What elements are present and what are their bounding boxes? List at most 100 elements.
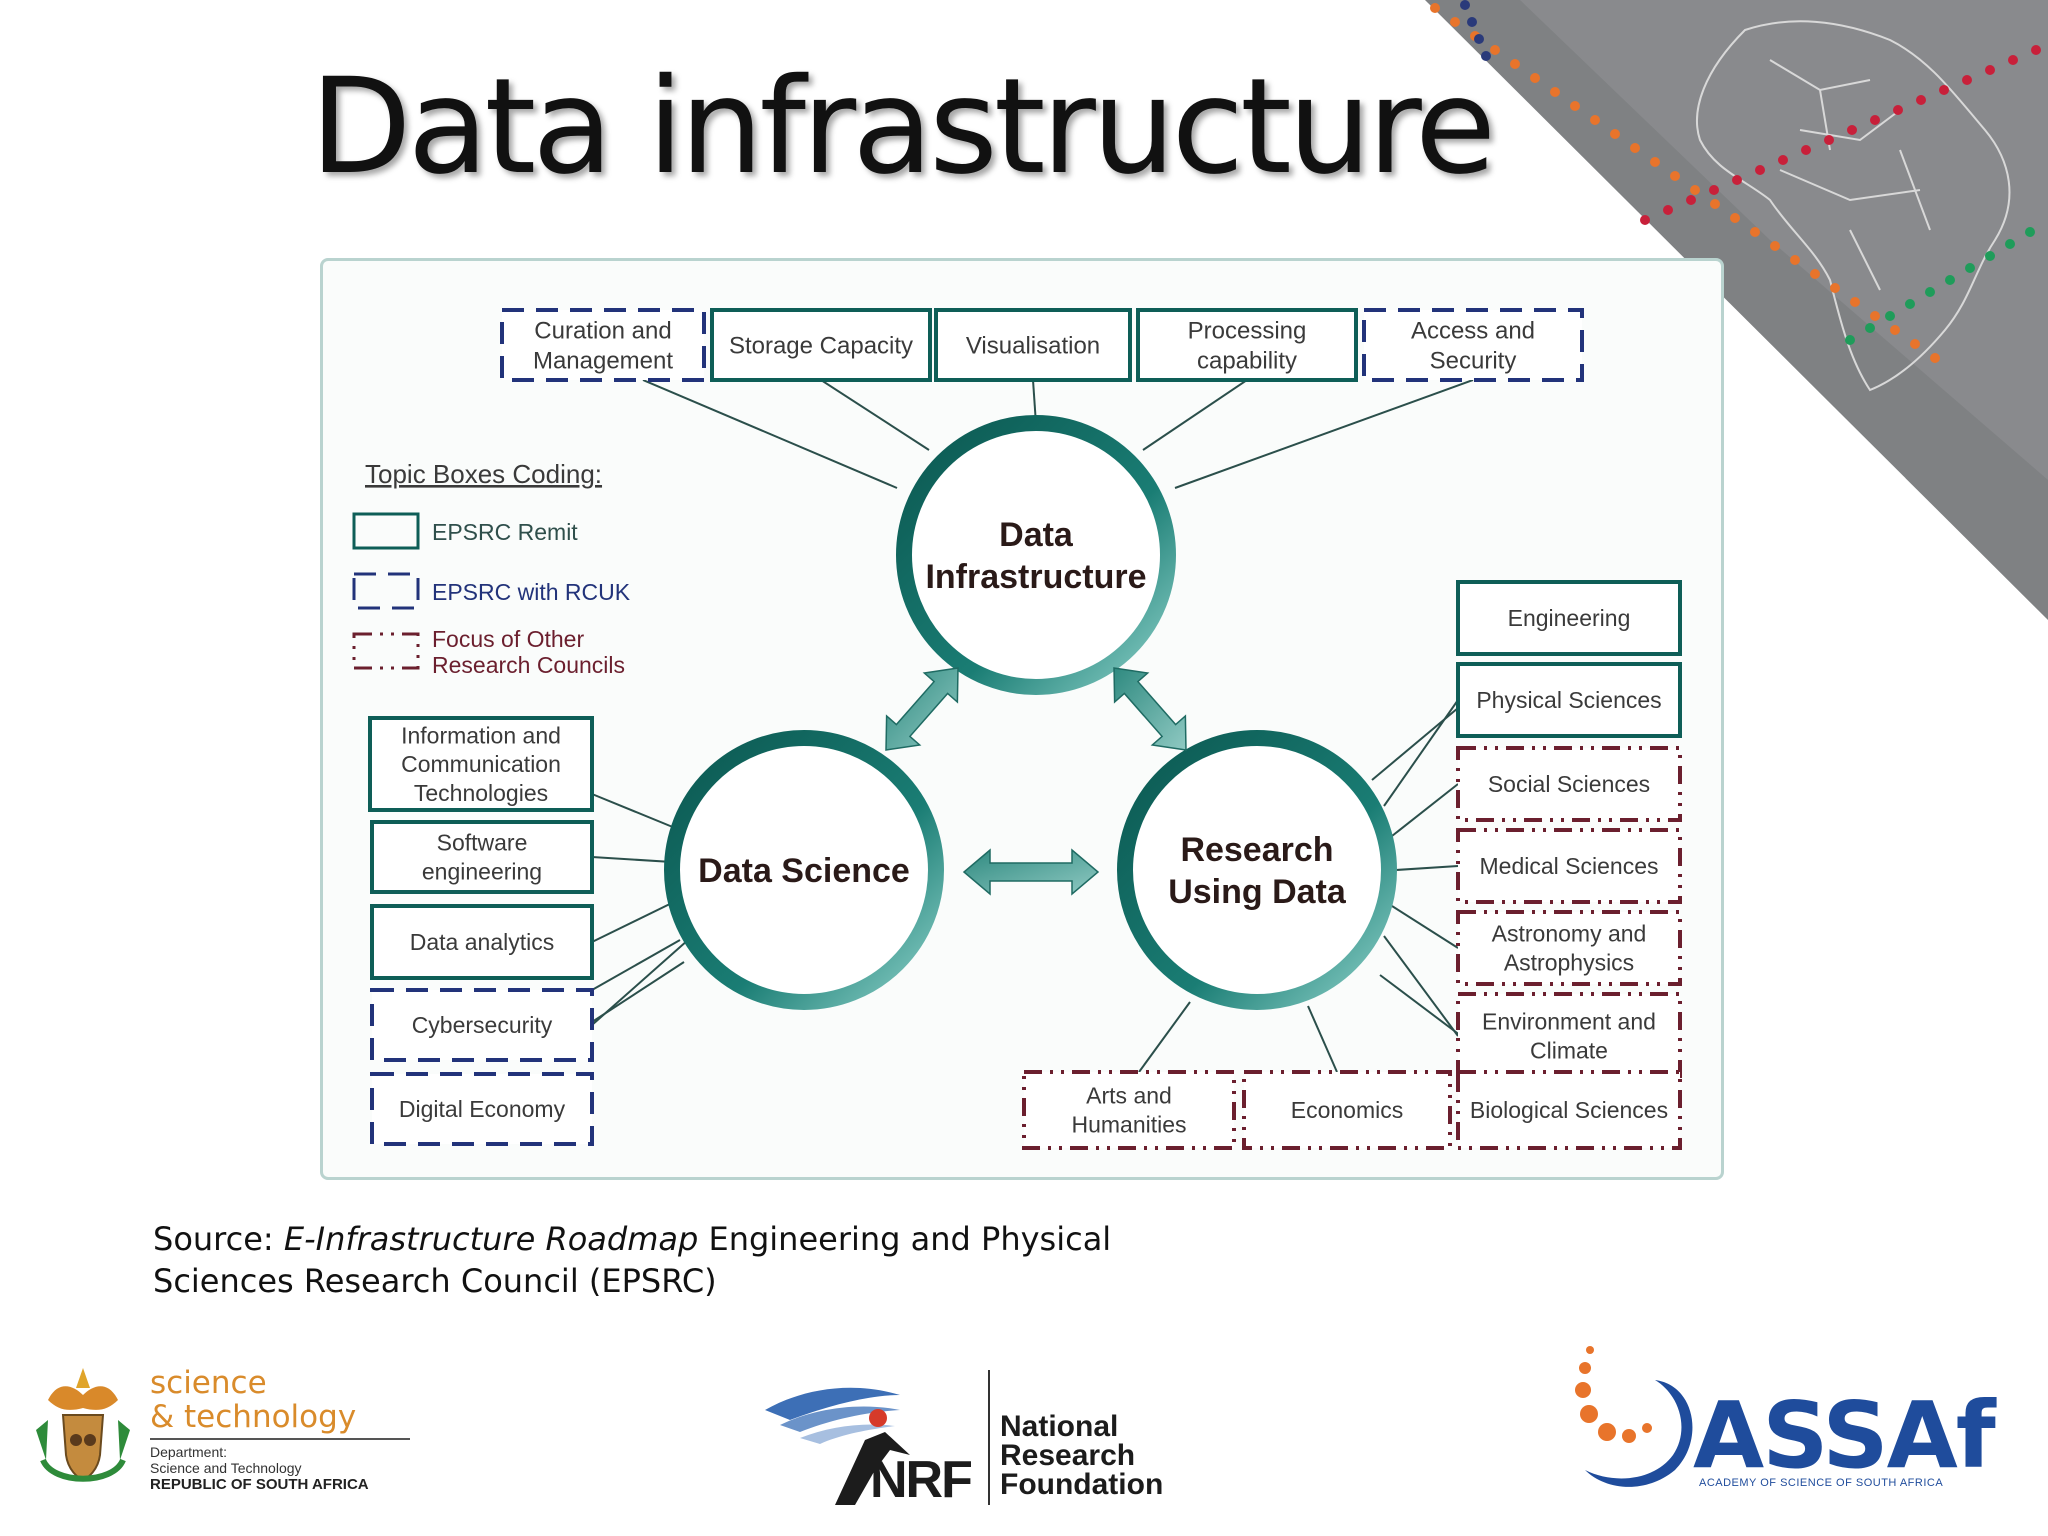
dst-rule <box>150 1438 410 1440</box>
source-rest: Engineering and Physical Sciences Resear… <box>153 1220 1112 1300</box>
connector-lines <box>591 379 1510 1073</box>
top-box-border <box>934 308 1132 382</box>
top-box-border <box>1136 308 1358 382</box>
legend-swatch <box>352 572 420 610</box>
hub-data-science: Data Science <box>664 730 944 1010</box>
bottom-box: Economics <box>1242 1070 1452 1150</box>
left-box-border <box>370 820 594 894</box>
legend-item: EPSRC with RCUK <box>352 572 631 610</box>
nrf-name-line: National <box>1000 1410 1119 1443</box>
right-box-border <box>1456 746 1682 822</box>
assaf-swirl-icon <box>1575 1346 1693 1487</box>
hub-data-science-ring <box>664 730 944 1010</box>
left-box-label: Software <box>437 830 528 856</box>
connector-line <box>1307 1005 1338 1073</box>
dotted-line-navy <box>1460 0 1491 61</box>
connector-line <box>820 379 930 451</box>
connector-line <box>1174 379 1474 489</box>
legend-swatch <box>352 512 420 550</box>
right-box-border <box>1456 662 1682 738</box>
dotted-line-red <box>1640 45 2041 225</box>
top-box-label: Storage Capacity <box>729 332 913 359</box>
top-box-label: capability <box>1197 347 1297 374</box>
top-box-label: Visualisation <box>966 332 1100 359</box>
top-box-label: Processing <box>1188 317 1307 344</box>
legend-label: Focus of Other <box>432 626 584 652</box>
assaf-tagline: ACADEMY OF SCIENCE OF SOUTH AFRICA <box>1699 1477 1944 1489</box>
coat-of-arms-icon <box>36 1368 130 1482</box>
legend-label: EPSRC with RCUK <box>432 579 631 605</box>
connector-line <box>591 793 681 831</box>
top-box-border <box>1362 308 1584 382</box>
right-box: Medical Sciences <box>1456 828 1682 904</box>
source-title: E-Infrastructure Roadmap <box>283 1220 699 1258</box>
arrow-infra-science <box>885 667 959 751</box>
left-box-label: Cybersecurity <box>412 1012 553 1038</box>
dst-line2: & technology <box>150 1399 357 1435</box>
left-box-label: Data analytics <box>410 929 554 955</box>
left-box-label: Digital Economy <box>399 1096 566 1122</box>
right-box-label: Engineering <box>1508 605 1631 631</box>
bottom-box-label: Humanities <box>1071 1111 1186 1137</box>
connector-line <box>1391 905 1459 949</box>
connector-line <box>1383 935 1459 1037</box>
dotted-line-orange <box>1430 3 1940 363</box>
dst-country: REPUBLIC OF SOUTH AFRICA <box>150 1476 369 1493</box>
connector-line <box>591 961 685 1023</box>
nrf-divider <box>988 1370 990 1505</box>
left-box-label: Information and <box>401 722 561 748</box>
left-box: Digital Economy <box>370 1072 594 1146</box>
nrf-full-name: National Research Foundation <box>1000 1410 1164 1501</box>
dst-wordmark: science & technology Department: Science… <box>150 1366 410 1494</box>
right-box-label: Climate <box>1530 1037 1608 1063</box>
bottom-box-label: Economics <box>1291 1097 1403 1123</box>
connector-line <box>1138 1001 1191 1073</box>
left-box: Data analytics <box>370 904 594 980</box>
top-box-label: Security <box>1430 347 1517 374</box>
nrf-logo: NRF National Research Foundation <box>760 1370 1164 1510</box>
right-box-label: Physical Sciences <box>1476 687 1661 713</box>
left-box-border <box>368 716 594 812</box>
nrf-runner-icon <box>765 1387 910 1505</box>
bottom-box: Biological Sciences <box>1456 1070 1682 1150</box>
hub-research-using-data-label: Using Data <box>1168 873 1347 911</box>
connector-line <box>1383 699 1459 807</box>
nrf-name-line: Foundation <box>1000 1468 1164 1501</box>
hub-data-infrastructure-ring <box>896 415 1176 695</box>
dst-dept1: Department: <box>150 1444 228 1460</box>
arrow-infra-research <box>1113 667 1187 751</box>
right-box-border <box>1456 992 1682 1080</box>
top-box-label: Management <box>533 347 673 374</box>
bottom-box-border <box>1242 1070 1452 1150</box>
right-box-label: Medical Sciences <box>1480 853 1659 879</box>
hub-data-science-label: Data Science <box>698 852 910 890</box>
dst-dept2: Science and Technology <box>150 1460 302 1476</box>
left-box-label: engineering <box>422 858 542 884</box>
right-box: Physical Sciences <box>1456 662 1682 738</box>
connector-line <box>591 899 679 943</box>
hub-research-using-data-label: Research <box>1180 831 1333 869</box>
top-box-border <box>500 308 706 382</box>
legend-label: Research Councils <box>432 652 625 678</box>
source-citation: Source: E-Infrastructure Roadmap Enginee… <box>153 1218 1133 1302</box>
right-box-label: Astrophysics <box>1504 949 1634 975</box>
legend-swatch <box>352 632 420 670</box>
bottom-box-label: Biological Sciences <box>1470 1097 1668 1123</box>
connector-line <box>1142 379 1248 451</box>
top-box-label: Curation and <box>534 317 671 344</box>
left-box-border <box>370 904 594 980</box>
legend-item: EPSRC Remit <box>352 512 578 550</box>
arrow-science-research <box>962 848 1100 896</box>
left-box-border <box>370 1072 594 1146</box>
right-box-label: Social Sciences <box>1488 771 1650 797</box>
